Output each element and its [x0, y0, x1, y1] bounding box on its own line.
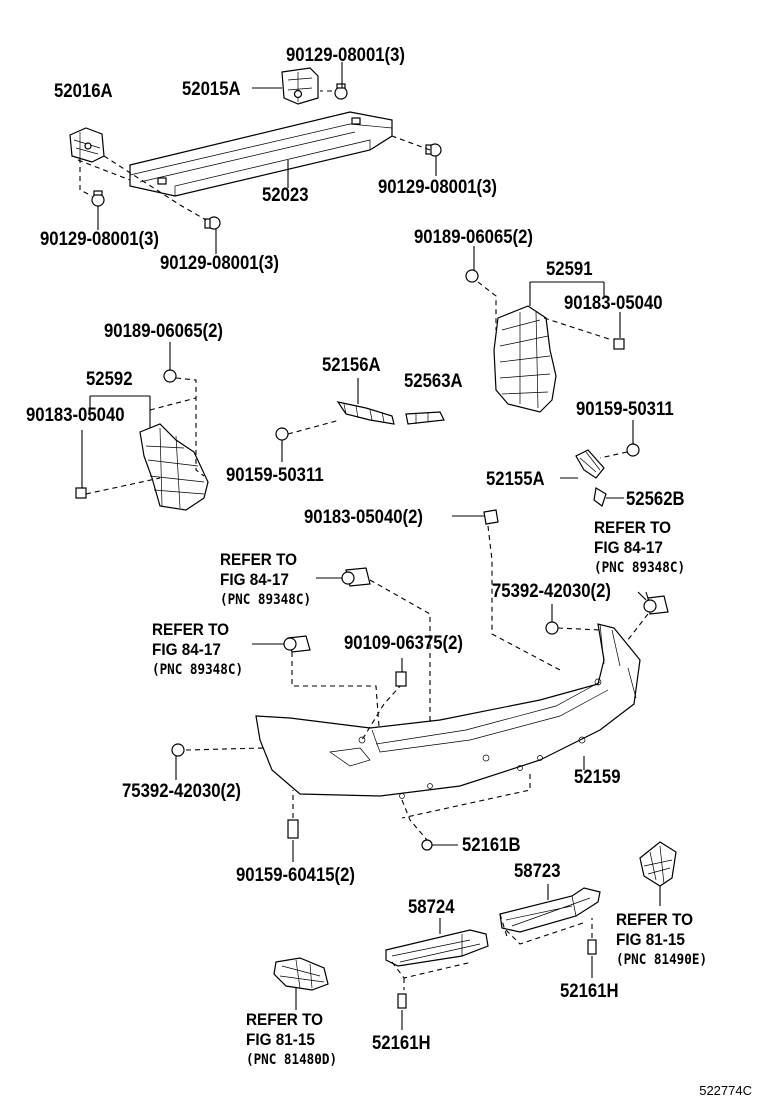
bumper-reinforcement-52023	[129, 111, 393, 197]
part-label-90183-2: 90183-05040(2)	[304, 507, 423, 528]
side-retainer-52591	[493, 305, 557, 413]
bumper-cover-52159	[255, 623, 641, 799]
part-label-52592: 52592	[86, 369, 133, 390]
part-label-52562B: 52562B	[626, 489, 685, 510]
figure-code: 522774C	[699, 1083, 752, 1098]
ref-line: REFER TO	[152, 620, 230, 639]
undercover-58724	[385, 929, 489, 967]
part-label-52161B: 52161B	[462, 835, 521, 856]
ref-pnc: (PNC 81490E)	[616, 952, 708, 968]
housing-81480D	[273, 957, 329, 991]
bracket-52563A	[405, 411, 445, 425]
ref-line: REFER TO	[246, 1010, 324, 1029]
ref-pnc: (PNC 89348C)	[220, 592, 312, 608]
reference-note-fig-81-15-right: REFER TO FIG 81-15 (PNC 81490E)	[616, 910, 707, 970]
part-label-52015A: 52015A	[182, 79, 241, 100]
part-label-52023: 52023	[262, 185, 309, 206]
ref-line: REFER TO	[616, 910, 694, 929]
part-label-75392-left: 75392-42030(2)	[122, 781, 241, 802]
housing-81490E	[639, 841, 677, 887]
part-label-90189-left: 90189-06065(2)	[104, 321, 223, 342]
ref-line: REFER TO	[594, 518, 672, 537]
bracket-52155A	[575, 449, 605, 479]
ref-pnc: (PNC 89348C)	[594, 560, 686, 576]
part-label-52156A: 52156A	[322, 355, 381, 376]
part-label-90129-right: 90129-08001(3)	[378, 177, 497, 198]
part-label-52161H-right: 52161H	[560, 981, 619, 1002]
part-label-90183-right: 90183-05040	[564, 293, 663, 314]
part-label-75392-right: 75392-42030(2)	[492, 581, 611, 602]
part-label-90189-right: 90189-06065(2)	[414, 227, 533, 248]
reference-note-fig-84-17-upper: REFER TO FIG 84-17 (PNC 89348C)	[220, 550, 311, 610]
ref-line: FIG 84-17	[220, 570, 289, 589]
part-label-58724: 58724	[408, 897, 455, 918]
reference-note-fig-81-15-left: REFER TO FIG 81-15 (PNC 81480D)	[246, 1010, 337, 1070]
side-retainer-52592	[139, 423, 209, 511]
ref-line: FIG 81-15	[616, 930, 685, 949]
part-label-90129-left: 90129-08001(3)	[40, 229, 159, 250]
part-label-90183-left: 90183-05040	[26, 405, 125, 426]
ref-line: REFER TO	[220, 550, 298, 569]
part-label-52563A: 52563A	[404, 371, 463, 392]
part-label-52016A: 52016A	[54, 81, 113, 102]
sensor-holders	[283, 567, 669, 653]
part-label-90109: 90109-06375(2)	[344, 633, 463, 654]
bracket-52156A	[336, 401, 395, 425]
ref-line: FIG 81-15	[246, 1030, 315, 1049]
part-label-90159-50311-right: 90159-50311	[576, 399, 674, 420]
part-label-90159-60415: 90159-60415(2)	[236, 865, 355, 886]
bracket-52015A	[281, 67, 319, 105]
part-label-52155A: 52155A	[486, 469, 545, 490]
bracket-52016A	[69, 127, 105, 163]
ref-line: FIG 84-17	[152, 640, 221, 659]
part-label-52591: 52591	[546, 259, 593, 280]
part-label-90129-mid: 90129-08001(3)	[160, 253, 279, 274]
ref-line: FIG 84-17	[594, 538, 663, 557]
part-label-58723: 58723	[514, 861, 561, 882]
undercover-58723	[499, 887, 601, 933]
part-label-52161H-left: 52161H	[372, 1033, 431, 1054]
ref-pnc: (PNC 81480D)	[246, 1052, 338, 1068]
ref-pnc: (PNC 89348C)	[152, 662, 244, 678]
part-label-90129-top: 90129-08001(3)	[286, 45, 405, 66]
reference-note-fig-84-17-right: REFER TO FIG 84-17 (PNC 89348C)	[594, 518, 685, 578]
part-label-52159: 52159	[574, 767, 621, 788]
part-label-90159-50311-left: 90159-50311	[226, 465, 324, 486]
reference-note-fig-84-17-lower: REFER TO FIG 84-17 (PNC 89348C)	[152, 620, 243, 680]
